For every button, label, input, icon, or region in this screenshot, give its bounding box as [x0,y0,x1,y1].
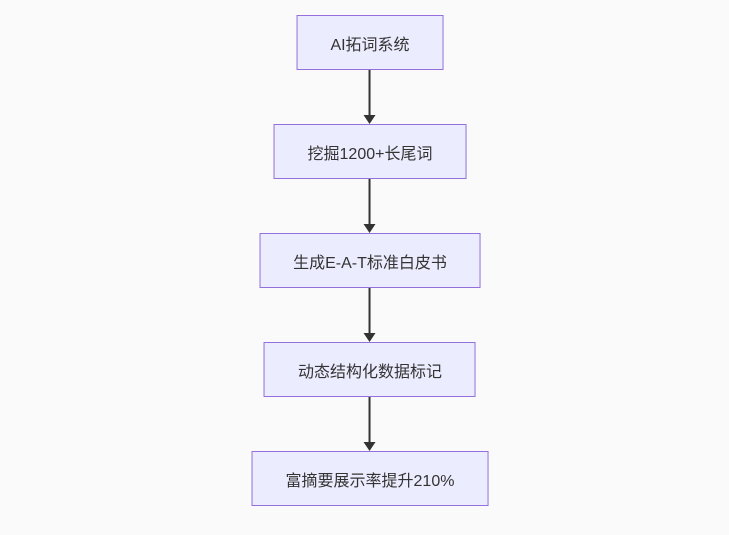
arrowhead-down-icon [364,333,376,342]
arrow-shaft [369,70,371,116]
arrowhead-down-icon [364,115,376,124]
arrowhead-down-icon [364,224,376,233]
flowchart-column: AI拓词系统 挖掘1200+长尾词 生成E-A-T标准白皮书 动态结构化数据标记 [251,15,489,506]
arrow-shaft [369,288,371,334]
arrow-down-3 [363,288,377,342]
arrowhead-down-icon [364,442,376,451]
arrow-down-1 [363,70,377,124]
flow-node-eat-whitepaper: 生成E-A-T标准白皮书 [259,233,481,288]
flow-node-ai-word-system: AI拓词系统 [296,15,444,70]
arrow-down-4 [363,397,377,451]
flow-node-rich-snippet-result: 富摘要展示率提升210% [251,451,489,506]
flow-node-structured-data-markup: 动态结构化数据标记 [263,342,476,397]
flow-node-label: 富摘要展示率提升210% [285,472,455,490]
flow-node-longtail-mining: 挖掘1200+长尾词 [273,124,467,179]
arrow-shaft [369,397,371,443]
flow-node-label: 生成E-A-T标准白皮书 [293,254,447,272]
arrow-down-2 [363,179,377,233]
flow-node-label: 挖掘1200+长尾词 [307,145,433,163]
flow-node-label: AI拓词系统 [330,36,410,54]
flow-node-label: 动态结构化数据标记 [297,363,442,381]
arrow-shaft [369,179,371,225]
